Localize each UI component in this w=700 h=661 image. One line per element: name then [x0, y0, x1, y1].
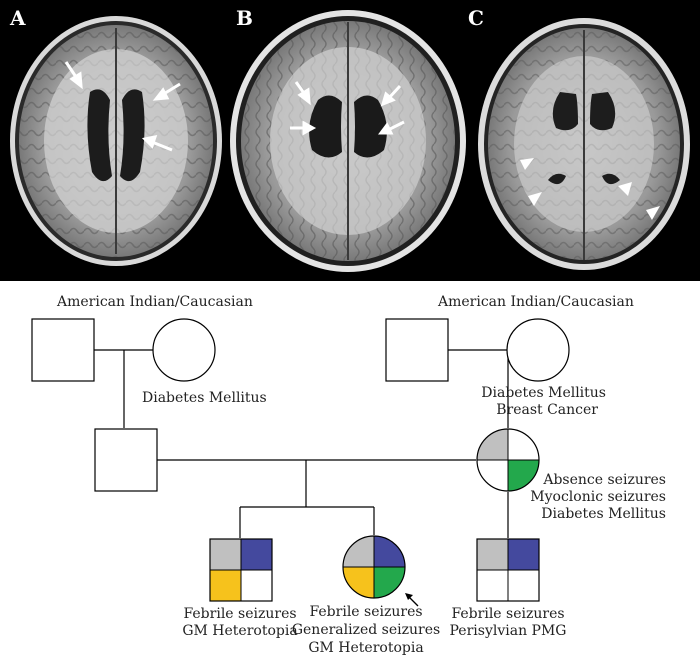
maternal-ethnicity: American Indian/Caucasian	[56, 294, 253, 310]
mother-note-3: Diabetes Mellitus	[541, 506, 666, 522]
maternal-grandmother-note: Diabetes Mellitus	[142, 390, 267, 406]
child-1-quadrant-gray	[210, 539, 241, 570]
proband-note-2: Generalized seizures	[292, 622, 440, 638]
panel-b-label: B	[236, 6, 253, 30]
child-1	[209, 538, 273, 602]
mri-panel-c: C	[468, 6, 690, 270]
proband-arrow	[405, 593, 419, 607]
proband-quadrant-blue	[374, 536, 405, 567]
mother	[476, 428, 540, 492]
mother-quadrant-gray	[477, 429, 508, 460]
pedigree-lines	[94, 349, 509, 538]
paternal-grandmother-note-2: Breast Cancer	[496, 402, 598, 418]
mother-quadrant-green	[508, 460, 539, 491]
child-3-note-1: Febrile seizures	[451, 606, 564, 622]
child-3-quadrant-blue	[508, 539, 539, 570]
child-3	[476, 538, 540, 602]
paternal-grandmother	[506, 318, 570, 382]
proband-note-3: GM Heterotopia	[308, 640, 423, 656]
child-3-note-2: Perisylvian PMG	[450, 623, 567, 639]
proband-note-1: Febrile seizures	[309, 604, 422, 620]
maternal-grandmother	[152, 318, 216, 382]
paternal-grandfather	[385, 318, 449, 382]
proband-quadrant-green	[374, 567, 405, 598]
mri-panels: A B	[0, 0, 700, 281]
panel-a-label: A	[9, 6, 26, 30]
maternal-grandfather	[31, 318, 95, 382]
proband-quadrant-yellow	[343, 567, 374, 598]
child-1-note-1: Febrile seizures	[183, 606, 296, 622]
mri-panel-a: A	[9, 6, 222, 266]
child-3-quadrant-gray	[477, 539, 508, 570]
child-1-quadrant-blue	[241, 539, 272, 570]
pedigree-chart: American Indian/Caucasian Diabetes Melli…	[0, 283, 700, 661]
mother-note-2: Myoclonic seizures	[530, 489, 666, 505]
father	[94, 428, 158, 492]
proband-quadrant-gray	[343, 536, 374, 567]
child-1-note-2: GM Heterotopia	[182, 623, 297, 639]
child-1-quadrant-yellow	[210, 570, 241, 601]
panel-c-label: C	[468, 6, 484, 30]
paternal-ethnicity: American Indian/Caucasian	[437, 294, 634, 310]
paternal-grandmother-note-1: Diabetes Mellitus	[481, 385, 606, 401]
proband	[342, 535, 406, 599]
mother-note-1: Absence seizures	[542, 472, 666, 488]
mri-panel-b: B	[230, 6, 466, 272]
